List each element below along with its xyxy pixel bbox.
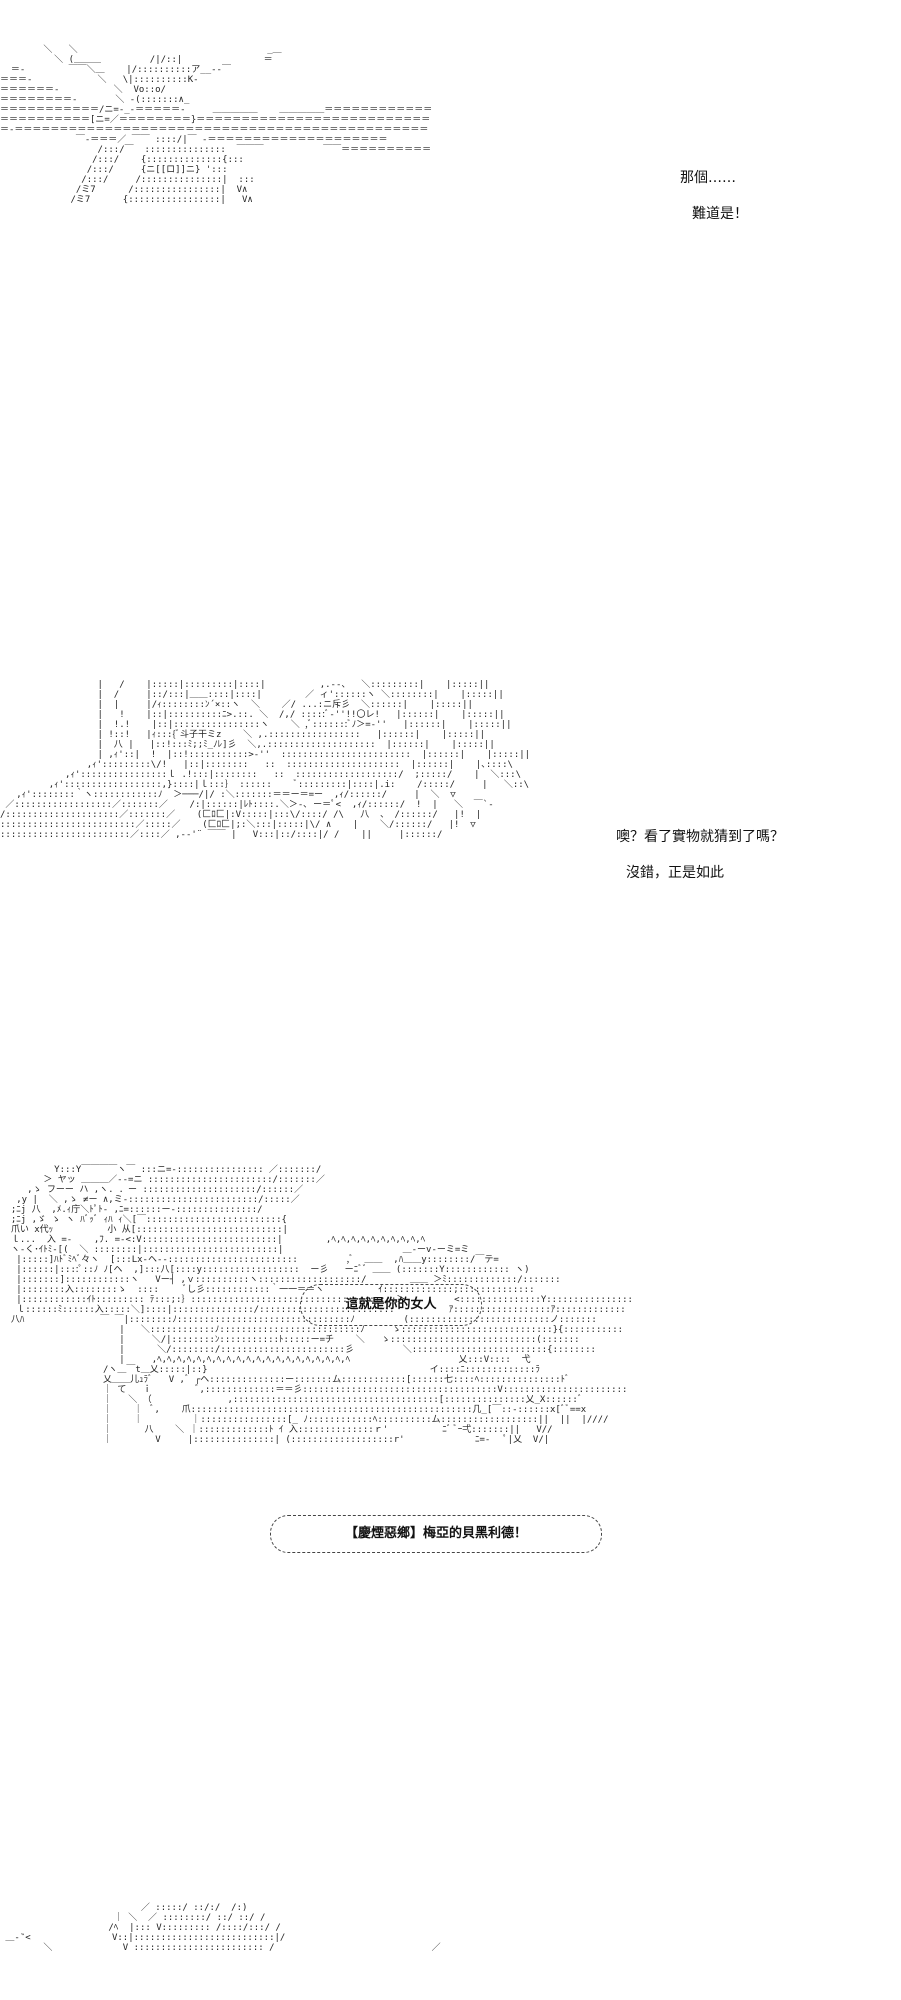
panel-4: ／ :::::/ ::/:/ /:) ｜ ＼ ／ ::::::::/ ::/ :… bbox=[0, 1895, 901, 2000]
panel-1: ＼ ＼ _＿ ＼ (＿＿＿ /|/::| ＝ ＝- ￣￣＼＿ |/:::::::… bbox=[0, 0, 901, 500]
bubble-text: 【慶煙惡鄉】梅亞的貝黑利德！ bbox=[344, 1526, 527, 1541]
dialog-line: 沒錯，正是如此 bbox=[626, 865, 724, 881]
dialog-line: 難道是！ bbox=[692, 206, 748, 222]
panel-3: Y:::Y￣￣￣￣ヽ￣ :::ニ=-:::::::::::::::: ／::::… bbox=[0, 1160, 901, 1730]
ascii-art-crowd-scene: Y:::Y￣￣￣￣ヽ￣ :::ニ=-:::::::::::::::: ／::::… bbox=[10, 1165, 633, 1445]
ascii-art-figure-sword: ＼ ＼ _＿ ＼ (＿＿＿ /|/::| ＝ ＝- ￣￣＼＿ |/:::::::… bbox=[0, 45, 748, 222]
panel-2: | / |:::::|:::::::::|::::| ,.-‐、 ＼::::::… bbox=[0, 670, 901, 980]
bubble-text: 這就是你的女人 bbox=[345, 1297, 437, 1312]
speech-bubble-boyfriend: 這就是你的女人 bbox=[300, 1284, 482, 1326]
ascii-art-hands-scene: | / |:::::|:::::::::|::::| ,.-‐、 ＼::::::… bbox=[0, 680, 531, 840]
ascii-art-partial: ／ :::::/ ::/:/ /:) ｜ ＼ ／ ::::::::/ ::/ :… bbox=[5, 1903, 441, 1953]
dialog-line: 那個…… bbox=[680, 170, 736, 186]
speech-bubble-title: 【慶煙惡鄉】梅亞的貝黑利德！ bbox=[270, 1515, 602, 1553]
dialog-line: 噢？看了實物就猜到了嗎？ bbox=[616, 829, 784, 845]
